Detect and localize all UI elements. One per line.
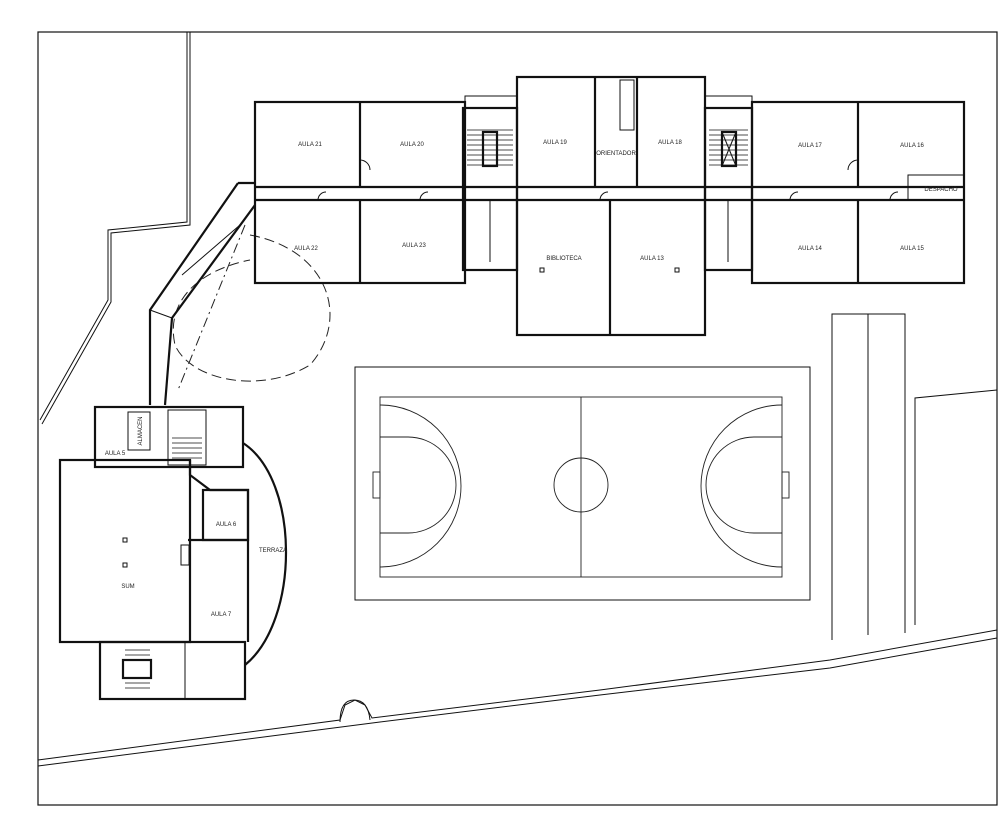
circulation-path	[172, 224, 331, 391]
room-label-aula-21: AULA 21	[298, 142, 322, 148]
room-label-aula-18: AULA 18	[658, 140, 682, 146]
annex-building	[58, 405, 287, 701]
room-label-aula-19: AULA 19	[543, 140, 567, 146]
room-label-almacen: ALMACEN	[138, 416, 144, 445]
room-label-aula-6: AULA 6	[216, 522, 237, 528]
room-label-aula-23: AULA 23	[402, 243, 426, 249]
room-label-sum: SUM	[121, 584, 134, 590]
room-label-aula-16: AULA 16	[900, 143, 924, 149]
room-label-aula-17: AULA 17	[798, 143, 822, 149]
room-label-aula-14: AULA 14	[798, 246, 822, 252]
room-label-aula-5: AULA 5	[105, 451, 126, 457]
room-label-terraza: TERRAZA	[259, 548, 287, 554]
main-building	[253, 75, 966, 337]
neighbor-structures	[831, 313, 998, 640]
sports-court	[354, 366, 811, 601]
sheet-frame	[37, 31, 998, 806]
site-boundary	[37, 32, 998, 767]
room-label-aula-13: AULA 13	[640, 256, 664, 262]
room-label-biblioteca: BIBLIOTECA	[546, 256, 581, 262]
room-label-aula-15: AULA 15	[900, 246, 924, 252]
room-label-aula-7: AULA 7	[211, 612, 232, 618]
room-labels: AULA 21 AULA 20 AULA 19 ORIENTADOR AULA …	[105, 140, 958, 618]
room-label-orientador: ORIENTADOR	[596, 151, 636, 157]
room-label-despacho: DESPACHO	[924, 187, 958, 193]
room-label-aula-22: AULA 22	[294, 246, 318, 252]
connector-walkway	[148, 181, 256, 406]
room-label-aula-20: AULA 20	[400, 142, 424, 148]
